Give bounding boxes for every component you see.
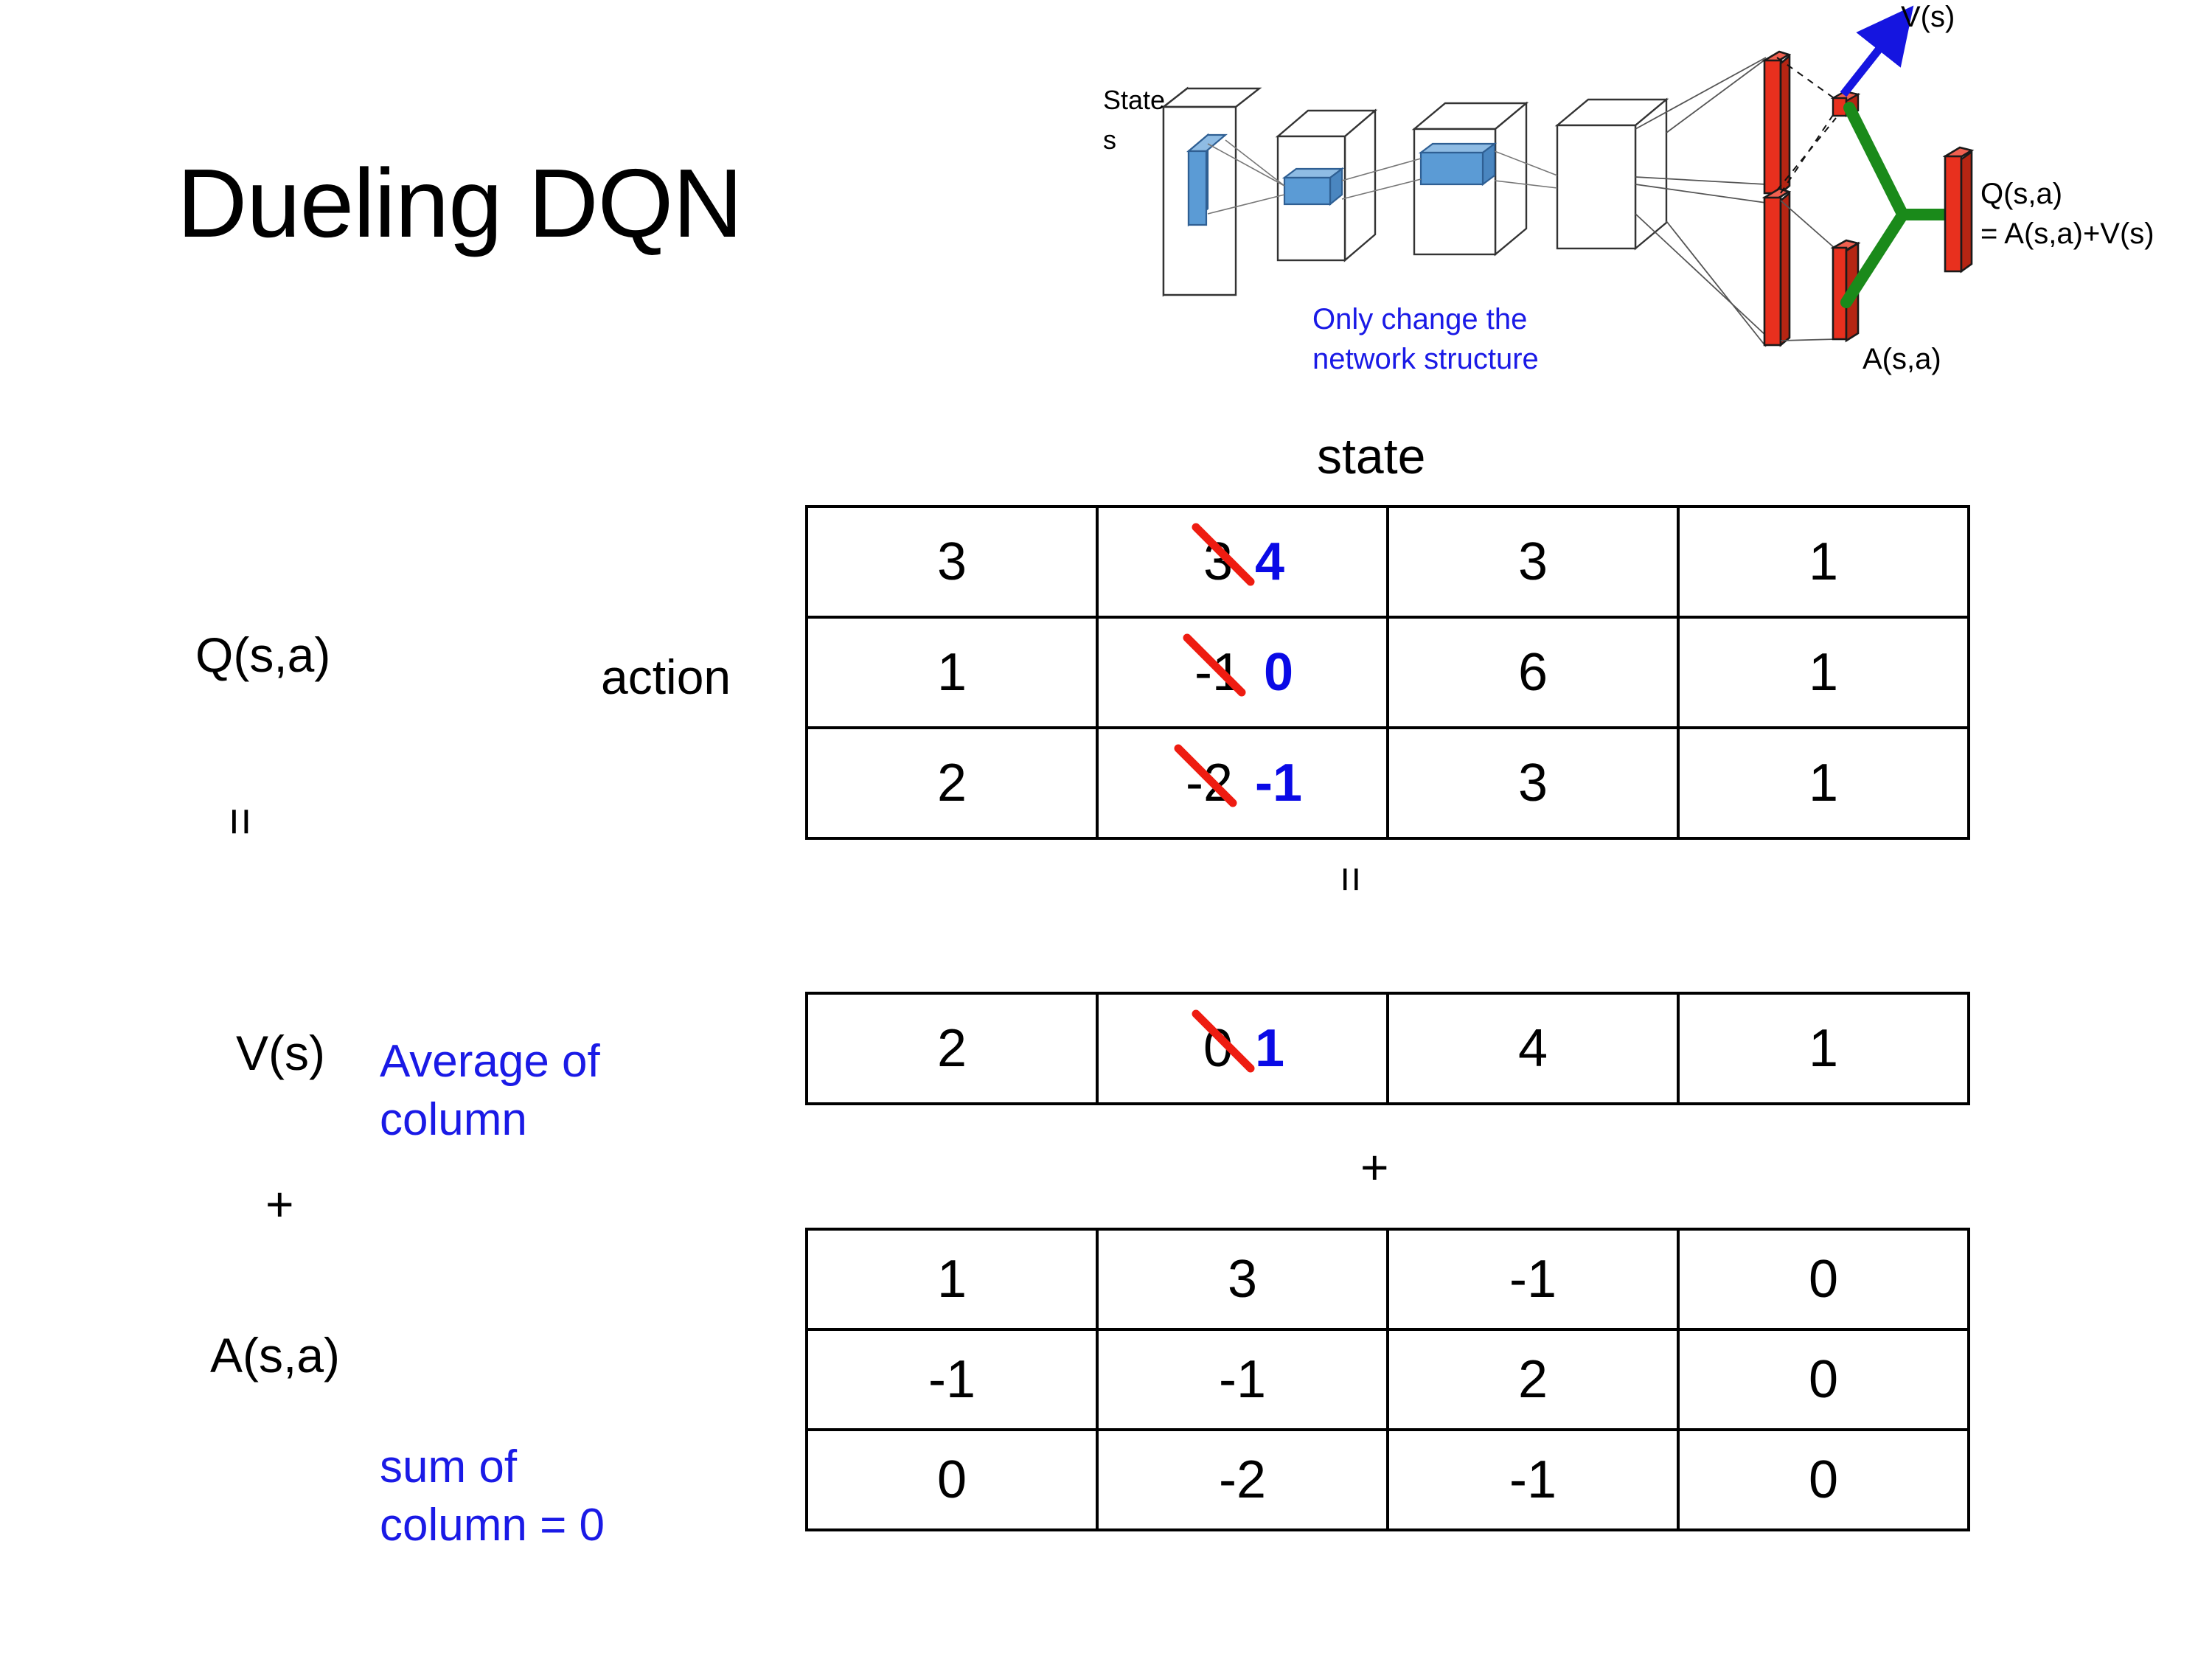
table-cell: -1 [1386,1228,1680,1331]
average-of-column-note: Average of column [380,1032,600,1150]
table-cell: 3 [1096,1228,1389,1331]
equals-sign-middle: = [1326,866,1376,893]
plus-sign-middle: + [1360,1140,1389,1194]
table-cell: 1 [1677,726,1970,840]
struck-value: 3 [1192,523,1255,592]
action-axis-label: action [601,650,731,704]
table-cell: 1 [1677,505,1970,619]
updated-value: 4 [1255,532,1285,591]
table-cell: 0 [1677,1228,1970,1331]
updated-value: -1 [1255,754,1303,813]
q-function-label: Q(s,a) [195,627,331,682]
table-cell: -1 [805,1328,1099,1431]
table-cell: 2 [805,992,1099,1105]
table-cell: -1 [1096,1328,1389,1431]
state-label-line2: s [1103,125,1116,155]
struck-value: -2 [1174,744,1237,813]
table-cell: 1 [805,616,1099,729]
advantage-function-label: A(s,a) [210,1328,341,1382]
table-cell: 1 [805,1228,1099,1331]
table-cell: 1 [1677,616,1970,729]
table-cell: 4 [1386,992,1680,1105]
note-line2: network structure [1312,343,1539,375]
equals-sign-left: = [214,807,268,836]
table-cell: 3 [1386,726,1680,840]
average-note-line1: Average of [380,1036,600,1087]
updated-value: 1 [1255,1019,1285,1078]
table-cell: 2 [1386,1328,1680,1431]
table-cell: 3 [1386,505,1680,619]
corrected-cell: -2 -1 [1174,744,1303,813]
table-cell: 0 [1677,1328,1970,1431]
advantage-output-label: A(s,a) [1863,343,1941,375]
q-output-label-line2: = A(s,a)+V(s) [1980,218,2154,250]
table-cell: 0 [1677,1428,1970,1531]
average-note-line2: column [380,1094,527,1146]
value-output-label: V(s) [1901,1,1955,33]
table-cell: -1 [1386,1428,1680,1531]
updated-value: 0 [1263,643,1294,702]
corrected-cell: -1 0 [1183,633,1294,703]
sum-note-line1: sum of [380,1441,518,1492]
value-function-label: V(s) [236,1026,325,1080]
state-axis-label: state [1317,428,1426,484]
plus-sign-left: + [265,1177,294,1231]
table-cell: 2 [805,726,1099,840]
table-cell: -2 -1 [1096,726,1389,840]
note-line1: Only change the [1312,303,1527,335]
struck-value: -1 [1183,633,1246,703]
q-output-label-line1: Q(s,a) [1980,178,2062,210]
table-cell: 0 [805,1428,1099,1531]
table-cell: -2 [1096,1428,1389,1531]
state-label-line1: State [1103,85,1165,115]
dueling-network-diagram: State s Only change the network structur… [1099,0,2212,413]
sum-of-column-note: sum of column = 0 [380,1438,605,1555]
sum-note-line2: column = 0 [380,1500,605,1551]
table-cell: 6 [1386,616,1680,729]
page-title: Dueling DQN [177,149,743,257]
table-cell: 1 [1677,992,1970,1105]
struck-value: 0 [1192,1009,1255,1079]
table-cell: -1 0 [1096,616,1389,729]
table-cell: 3 [805,505,1099,619]
